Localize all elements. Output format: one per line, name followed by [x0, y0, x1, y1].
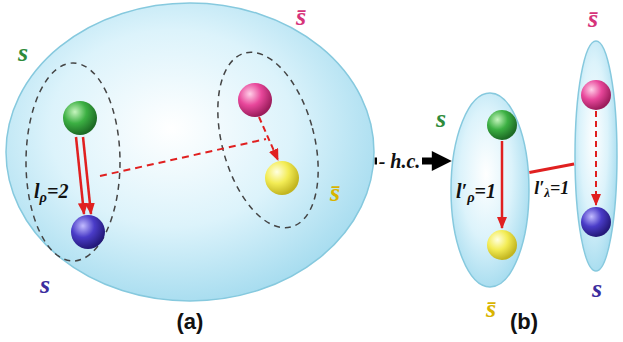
quark-label: s — [436, 106, 446, 132]
hadron-bubble: s s̄ s̄ s lρ=2 — [5, 2, 375, 302]
quark-ball — [487, 110, 517, 140]
orbital-arrow — [83, 137, 91, 214]
subscript: ρ — [467, 189, 474, 205]
quark-ball — [71, 215, 105, 249]
node-outline — [5, 2, 375, 302]
quark-label: s — [18, 40, 28, 66]
panel-label: (b) — [510, 311, 538, 333]
subscript: ρ — [40, 189, 47, 205]
quark-ball — [581, 207, 611, 237]
quark-label: s̄ — [486, 296, 496, 322]
dashed-arrow — [259, 117, 278, 160]
orbital-label: l′ρ=1 — [456, 181, 496, 201]
quark-label: s̄ — [588, 6, 598, 32]
quark-ball — [238, 83, 272, 117]
node-ellipse — [575, 41, 617, 271]
quark-label: s — [592, 276, 602, 302]
quark-ball — [265, 161, 299, 195]
node-ellipse — [26, 63, 120, 261]
orbital-arrow — [501, 141, 504, 228]
quark-ball — [581, 80, 611, 110]
dashed-link — [100, 139, 266, 176]
edge-label: - h.c. — [377, 150, 423, 172]
arrow-head — [432, 151, 452, 171]
edge-label: l′λ=1 — [532, 178, 571, 198]
quark-label: s̄ — [296, 4, 306, 30]
quark-label: s — [40, 272, 50, 298]
quark-ball — [63, 101, 97, 135]
quark-ball — [487, 230, 517, 260]
quark-label: s̄ — [330, 180, 340, 206]
antiquark-cluster — [200, 41, 335, 239]
orbital-arrow — [76, 137, 84, 214]
node-ellipse — [451, 93, 529, 287]
orbital-label: lρ=2 — [34, 181, 68, 201]
orbital-link — [529, 164, 574, 172]
subscript: λ — [544, 185, 550, 200]
node-ellipse — [6, 3, 374, 301]
connector-line — [529, 164, 574, 172]
dashed-arrow — [595, 111, 597, 205]
panel-label: (a) — [177, 311, 204, 333]
